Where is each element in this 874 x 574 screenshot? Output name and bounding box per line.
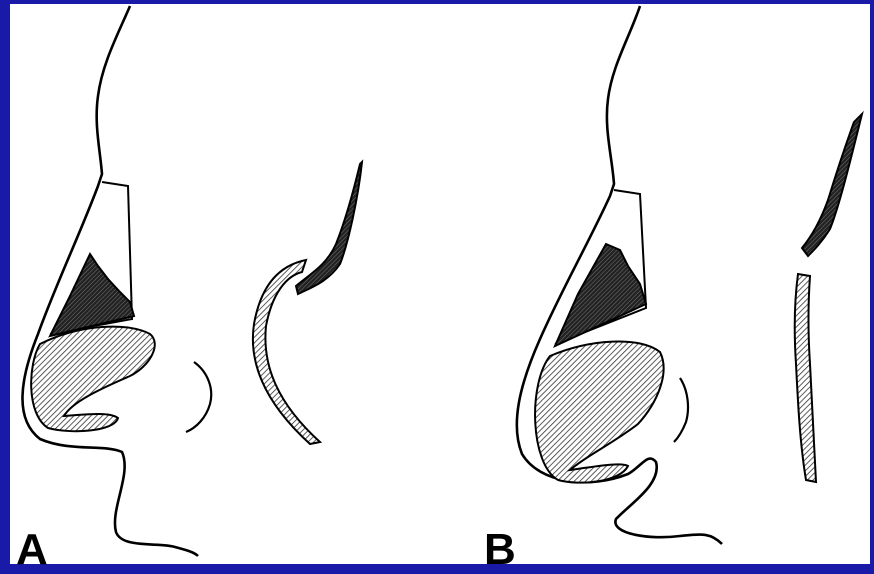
nose-cartilage-diagram [10,4,870,564]
figure-frame: A B [10,4,870,564]
separated-upper-cartilage-b [802,114,862,256]
upper-lateral-cartilage-b [555,244,646,346]
separated-lower-cartilage-b [795,274,816,482]
upper-lateral-cartilage-a [50,254,134,336]
alar-crease-a [186,362,211,432]
panel-label-b: B [484,528,516,572]
alar-crease-b [674,378,688,442]
separated-upper-cartilage-a [296,162,362,294]
panel-a [22,6,362,556]
panel-label-a: A [16,528,48,572]
panel-b [517,6,862,544]
lower-lateral-cartilage-a [31,327,155,432]
